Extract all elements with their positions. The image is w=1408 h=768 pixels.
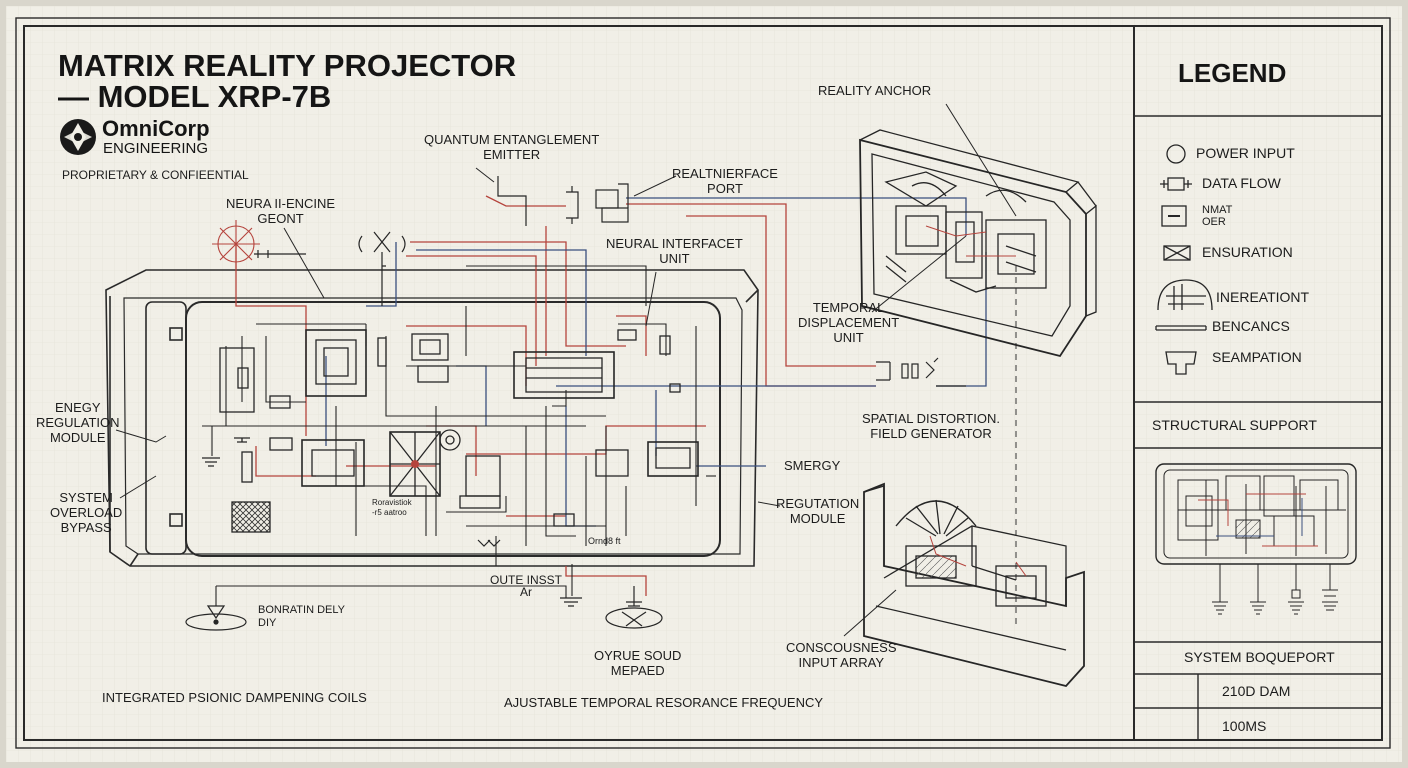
label-system-overload: SYSTEM OVERLOAD BYPASS (50, 490, 123, 535)
omnicorp-logo-icon (60, 119, 96, 155)
oyrue-sound-device (605, 586, 663, 629)
thumbnail-red-traces (1198, 493, 1318, 547)
spatial-distortion-generator (876, 357, 966, 387)
label-smergy: SMERGY (784, 458, 841, 473)
ground-symbols (185, 457, 582, 631)
label-bonratin-dely: BONRATIN DELY DIY (258, 604, 345, 629)
legend-label-data-flow: DATA FLOW (1202, 175, 1281, 191)
legend-rail-icon (1155, 325, 1207, 331)
reality-anchor-unit (859, 129, 1097, 358)
label-realtnierface-port: REALTNIERFACE PORT (672, 166, 778, 196)
internal-components (219, 329, 699, 533)
legend-power-input-icon (1166, 144, 1186, 164)
neura-engine-connectors (254, 250, 306, 258)
schematic-drawing (6, 6, 1402, 762)
thumbnail-ground-symbols (1212, 564, 1338, 615)
legend-icons (1155, 144, 1213, 375)
legend-label-inereationt: INEREATIONT (1216, 289, 1310, 305)
label-spatial-distortion: SPATIAL DISTORTION. FIELD GENERATOR (862, 411, 1000, 441)
emitter-coil (358, 176, 629, 306)
title-block-value-1: 210D DAM (1222, 683, 1291, 699)
label-psionic-coils: INTEGRATED PSIONIC DAMPENING COILS (102, 690, 367, 705)
company-division: ENGINEERING (103, 140, 209, 157)
main-chassis (105, 269, 759, 567)
legend-dome-icon (1157, 279, 1213, 311)
label-enegy-regulation: ENEGY REGULATION MODULE (36, 400, 120, 445)
legend-label-ensuration: ENSURATION (1202, 244, 1293, 260)
thumbnail-blue-traces (1216, 498, 1303, 537)
confidentiality-notice: PROPRIETARY & CONFIEENTIAL (62, 168, 249, 182)
legend-data-flow-icon (1160, 177, 1192, 191)
blueprint-sheet: MATRIX REALITY PROJECTOR — MODEL XRP-7B … (6, 6, 1402, 762)
company-name: OmniCorp (102, 116, 210, 141)
legend-crossed-box-icon (1163, 245, 1191, 261)
label-temporal-resonance: AJUSTABLE TEMPORAL RESORANCE FREQUENCY (504, 695, 824, 710)
consciousness-array-unit (863, 482, 1085, 688)
label-regutation-module: REGUTATION MODULE (776, 496, 860, 526)
legend-title: LEGEND (1178, 58, 1287, 88)
label-temporal-displacement: TEMPORAL DISPLACEMENT UNIT (798, 300, 900, 345)
legend-square-minus-icon (1161, 205, 1187, 227)
drawing-frame (15, 17, 1391, 749)
label-tiny-a: Roravistiok -r5 aatroo (372, 498, 412, 517)
reality-anchor-wires (925, 225, 1016, 257)
label-reality-anchor: REALITY ANCHOR (818, 83, 932, 98)
neura-engine-gauge (212, 220, 260, 268)
title-block-value-2: 100MS (1222, 718, 1267, 734)
legend-label-seampation: SEAMPATION (1212, 349, 1302, 365)
system-boqueport-label: SYSTEM BOQUEPORT (1184, 649, 1335, 665)
structural-support-label: STRUCTURAL SUPPORT (1152, 417, 1317, 433)
label-quantum-emitter: QUANTUM ENTANGLEMENT EMITTER (424, 132, 600, 162)
system-thumbnail (1155, 463, 1357, 565)
blue-wiring (325, 197, 987, 527)
label-neural-interface-unit: NEURAL INTERFACET UNIT (606, 236, 743, 266)
consciousness-array-wires (929, 535, 1027, 577)
legend-label-bencancs: BENCANCS (1212, 318, 1290, 334)
page-title: MATRIX REALITY PROJECTOR — MODEL XRP-7B (58, 48, 517, 114)
label-neura-engine: NEURA II-ENCINE GEONT (226, 196, 336, 226)
legend-label-nmat: NMAT OER (1202, 204, 1233, 228)
label-oute-insst: OUTE INSST Ar (490, 573, 563, 599)
label-tiny-b: Ornd8 ft (588, 536, 621, 546)
legend-label-power-input: POWER INPUT (1196, 145, 1295, 161)
paper-grid (6, 6, 1402, 762)
legend-bracket-icon (1165, 351, 1197, 375)
label-consciousness-array: CONSCOUSNESS INPUT ARRAY (786, 640, 897, 670)
label-oyrue-sound: OYRUE SOUD MEPAED (594, 648, 682, 678)
leader-lines (115, 103, 1017, 637)
